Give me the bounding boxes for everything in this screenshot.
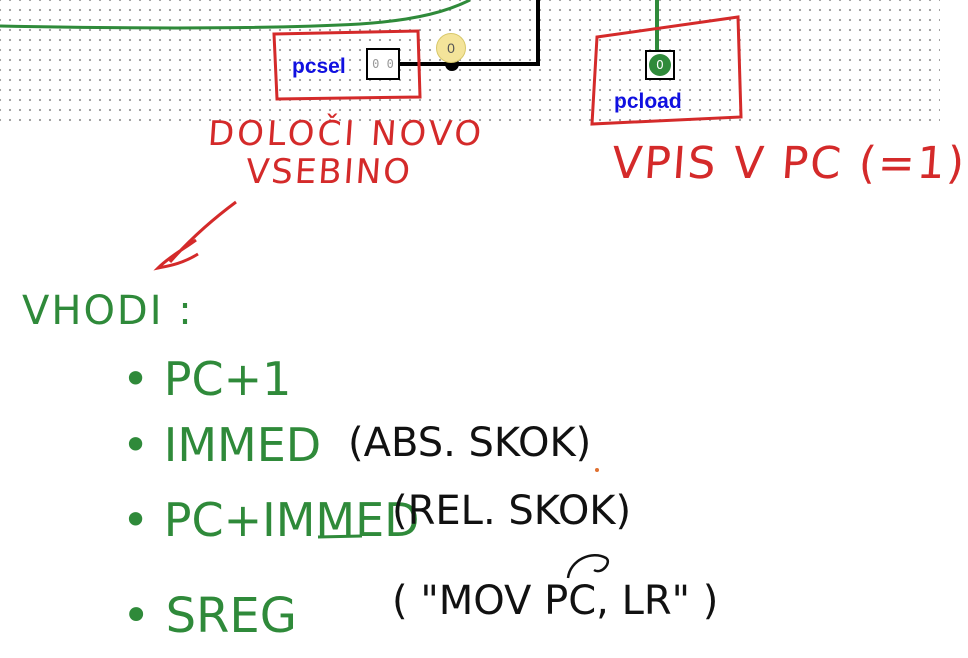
pcsel-note-line1: DOLOČI NOVO	[206, 114, 486, 154]
inputs-heading: VHODI :	[22, 288, 194, 334]
red-arrow	[153, 200, 237, 271]
input-item-4: • SREG	[122, 588, 297, 644]
bullet: •	[122, 588, 151, 644]
pcsel-input-pin[interactable]: 0 0	[366, 48, 400, 80]
green-wire-top	[0, 0, 471, 30]
stray-dot	[595, 468, 599, 472]
pcsel-note-line2: VSEBINO	[244, 152, 414, 192]
bullet: •	[122, 352, 150, 406]
pcload-value: 0	[649, 54, 671, 76]
bullet: •	[122, 493, 150, 547]
input-item-1: • PC+1	[122, 352, 291, 406]
probe-value: 0	[436, 33, 466, 63]
pcload-red-box	[590, 15, 743, 126]
input-name: PC+IMMED	[163, 493, 420, 547]
pcload-label: pcload	[614, 90, 682, 113]
pcsel-red-box	[272, 29, 422, 101]
wires-and-strokes	[0, 0, 743, 579]
pcsel-label: pcsel	[292, 55, 346, 78]
input-name: SREG	[165, 588, 297, 644]
input-note-2: (ABS. SKOK)	[348, 420, 592, 466]
pcload-input-pin[interactable]: 0	[645, 50, 675, 80]
pcload-note: VPIS V PC (=1)	[610, 138, 968, 189]
mov-arrow	[566, 553, 610, 579]
input-name: PC+1	[163, 352, 292, 406]
input-item-2: • IMMED	[122, 418, 321, 472]
input-item-3: • PC+IMMED	[122, 493, 420, 547]
bullet: •	[122, 418, 150, 472]
input-name: IMMED	[163, 418, 322, 472]
input-note-4: ( "MOV PC, LR" )	[392, 578, 719, 624]
input-note-3: (REL. SKOK)	[392, 488, 632, 534]
pc-immed-underline	[317, 534, 363, 539]
